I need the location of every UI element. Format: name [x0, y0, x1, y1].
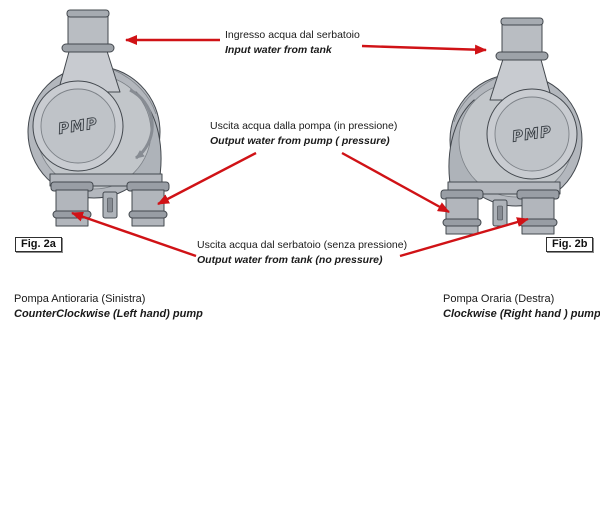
annotation-output-tank: Uscita acqua dal serbatoio (senza pressi… [197, 238, 407, 267]
arrow-tank-outlet-right-pump [399, 217, 529, 258]
caption-right-pump-en: Clockwise (Right hand ) pump [443, 308, 600, 320]
arrow-pressure-outlet-right-pump [341, 151, 450, 214]
annotation-arrows [71, 35, 529, 258]
annotation-input-water: Ingresso acqua dal serbatoio Input water… [225, 28, 360, 57]
caption-left-pump-it: Pompa Antioraria (Sinistra) [14, 293, 146, 305]
arrow-tank-outlet-left-pump [71, 211, 197, 258]
arrow-pressure-outlet-left-pump [157, 151, 257, 206]
fig-label-2a: Fig. 2a [15, 237, 62, 252]
annotation-output-pump: Uscita acqua dalla pompa (in pressione) … [210, 119, 397, 148]
annotation-output-pump-en: Output water from pump ( pressure) [210, 134, 390, 147]
fig-label-2b: Fig. 2b [546, 237, 594, 252]
annotation-output-pump-it: Uscita acqua dalla pompa (in pressione) [210, 120, 398, 132]
annotation-input-water-it: Ingresso acqua dal serbatoio [225, 29, 360, 41]
rotation-direction-arrow-ccw [129, 88, 154, 160]
caption-right-pump: Pompa Oraria (Destra) Clockwise (Right h… [443, 292, 600, 322]
caption-right-pump-it: Pompa Oraria (Destra) [443, 293, 555, 305]
caption-left-pump-en: CounterClockwise (Left hand) pump [14, 308, 203, 320]
arrow-inlet-right-pump [361, 44, 487, 55]
annotation-input-water-en: Input water from tank [225, 43, 332, 56]
annotation-output-tank-en: Output water from tank (no pressure) [197, 253, 383, 266]
pump-illustration-left [27, 9, 170, 227]
caption-left-pump: Pompa Antioraria (Sinistra) CounterClock… [14, 292, 203, 322]
annotation-output-tank-it: Uscita acqua dal serbatoio (senza pressi… [197, 239, 408, 251]
